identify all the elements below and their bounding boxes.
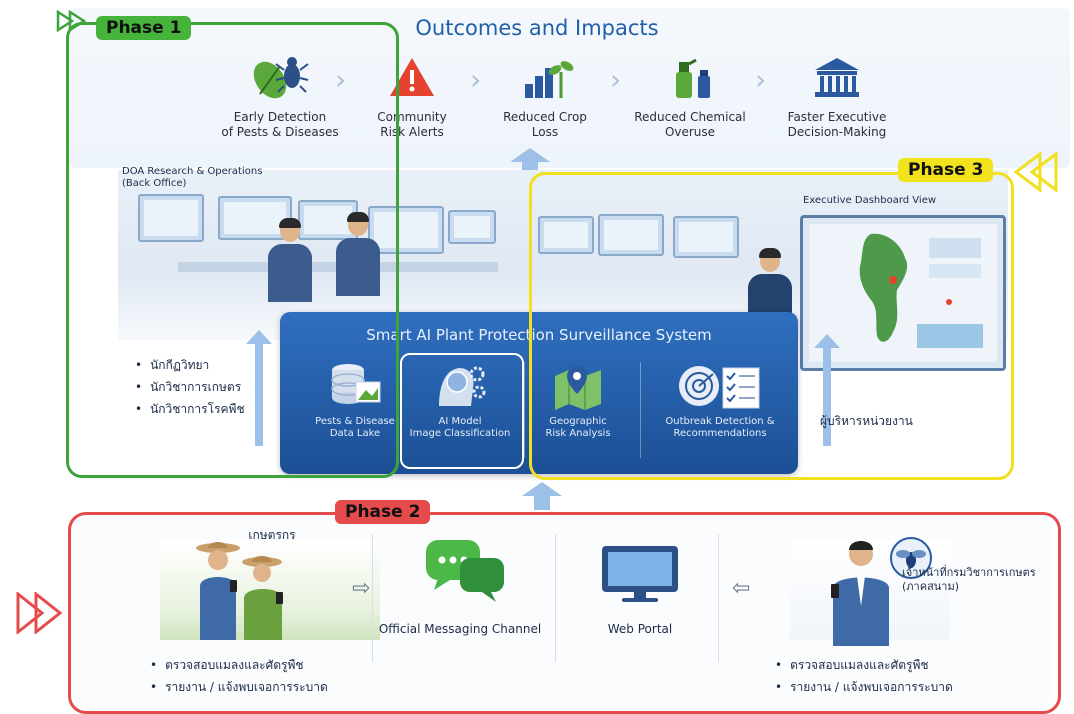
monitor — [598, 214, 664, 256]
task-item: รายงาน / แจ้งพบเจอการระบาด — [775, 676, 953, 698]
component-outbreak-detection: Outbreak Detection & Recommendations — [650, 360, 790, 440]
monitor — [448, 210, 496, 244]
spray-bottle-icon — [660, 50, 720, 106]
outcome-label-line2: Decision-Making — [787, 125, 887, 139]
chevron-right-icon: › — [610, 63, 622, 96]
divider — [400, 362, 401, 458]
phase2-frame — [68, 512, 1061, 714]
task-item: รายงาน / แจ้งพบเจอการระบาด — [150, 676, 328, 698]
arrow-left-icon: ⇦ — [732, 576, 751, 601]
growth-chart-icon — [515, 50, 575, 106]
outcome-label-line1: Community — [377, 110, 447, 124]
government-building-icon — [807, 50, 867, 106]
outcome-label-line1: Reduced Crop — [503, 110, 587, 124]
ai-brain-icon — [431, 360, 489, 412]
component-data-lake: Pests & Disease Data Lake — [295, 360, 415, 440]
monitor — [138, 194, 204, 242]
officer-tasks: ตรวจสอบแมลงและศัตรูพืช รายงาน / แจ้งพบเจ… — [775, 654, 953, 698]
task-item: ตรวจสอบแมลงและศัตรูพืช — [150, 654, 328, 676]
component-label-line2: Image Classification — [409, 428, 511, 439]
phase3-marker-icon — [1010, 151, 1060, 196]
messaging-channel-label: Official Messaging Channel — [378, 622, 542, 636]
outcome-label-line2: Loss — [531, 125, 559, 139]
divider — [640, 362, 641, 458]
phase2-badge: Phase 2 — [335, 500, 431, 524]
researcher-figure — [268, 218, 312, 302]
task-item: ตรวจสอบแมลงและศัตรูพืช — [775, 654, 953, 676]
ai-model-highlight — [400, 353, 524, 469]
up-arrow-icon — [510, 148, 550, 176]
monitor-icon — [600, 544, 680, 608]
back-office-label: DOA Research & Operations (Back Office) — [122, 166, 262, 190]
component-label-line1: Outbreak Detection & — [665, 416, 775, 427]
phase3-badge: Phase 3 — [898, 158, 994, 182]
component-geographic-risk: Geographic Risk Analysis — [518, 360, 638, 440]
phase1-frame — [66, 22, 399, 478]
component-label-line1: Geographic — [549, 416, 607, 427]
executive-role-label: ผู้บริหารหน่วยงาน — [820, 414, 913, 428]
warning-icon — [382, 50, 442, 106]
map-pin-icon — [549, 360, 607, 412]
phase1-marker-icon — [56, 9, 92, 36]
monitor — [673, 216, 739, 258]
outcomes-title: Outcomes and Impacts — [415, 16, 659, 40]
back-office-roles: นักกีฏวิทยา นักวิชาการเกษตร นักวิชาการโร… — [135, 354, 245, 420]
component-ai-model: AI Model Image Classification — [400, 360, 520, 440]
outcome-label-line1: Early Detection — [233, 110, 327, 124]
divider — [555, 534, 556, 662]
divider — [718, 534, 719, 662]
radar-checklist-icon — [675, 360, 765, 412]
farmer-tasks: ตรวจสอบแมลงและศัตรูพืช รายงาน / แจ้งพบเจ… — [150, 654, 328, 698]
component-label-line2: Data Lake — [329, 428, 381, 439]
component-label-line1: Pests & Disease — [315, 416, 395, 427]
field-officer-figure — [825, 536, 935, 650]
back-office-label-line2: (Back Office) — [122, 178, 187, 189]
farmers-label: เกษตรกร — [248, 528, 296, 542]
thailand-map-icon — [859, 233, 983, 348]
web-portal-label: Web Portal — [607, 622, 673, 636]
field-officer-label-line1: เจ้าหน้าที่กรมวิชาการเกษตร — [902, 566, 1036, 579]
arrow-right-icon: ⇨ — [352, 576, 371, 601]
leaf-bug-icon — [250, 50, 310, 106]
role-item: นักวิชาการเกษตร — [135, 376, 245, 398]
executive-dashboard-screen — [800, 215, 1006, 371]
monitor — [538, 216, 594, 254]
phase1-badge: Phase 1 — [96, 16, 192, 40]
up-arrow-icon — [246, 330, 272, 450]
divider — [372, 534, 373, 662]
up-arrow-icon — [814, 334, 840, 450]
farmer-figure — [190, 540, 290, 644]
field-officer-label-line2: (ภาคสนาม) — [902, 580, 960, 593]
phase2-marker-icon — [14, 590, 68, 638]
outcome-label-line2: of Pests & Diseases — [221, 125, 339, 139]
chevron-right-icon: › — [755, 63, 767, 96]
role-item: นักกีฏวิทยา — [135, 354, 245, 376]
field-officer-label: เจ้าหน้าที่กรมวิชาการเกษตร (ภาคสนาม) — [902, 566, 1052, 594]
chat-bubble-icon — [426, 540, 506, 610]
monitor — [368, 206, 444, 254]
up-arrow-icon — [522, 482, 562, 514]
role-item: นักวิชาการโรคพืช — [135, 398, 245, 420]
outcome-label-line2: Overuse — [664, 125, 716, 139]
chevron-right-icon: › — [470, 63, 482, 96]
outcome-label-line1: Faster Executive — [787, 110, 887, 124]
divider — [524, 362, 525, 458]
outcome-label-line1: Reduced Chemical — [634, 110, 746, 124]
component-label-line1: AI Model — [438, 416, 482, 427]
outcomes-background — [70, 8, 1070, 168]
database-icon — [326, 360, 384, 412]
system-title: Smart AI Plant Protection Surveillance S… — [366, 326, 712, 344]
phase3-frame — [529, 172, 1014, 480]
dashboard-label: Executive Dashboard View — [803, 195, 937, 206]
back-office-label-line1: DOA Research & Operations — [122, 166, 263, 177]
component-label-line2: Recommendations — [673, 428, 767, 439]
monitor — [218, 196, 292, 240]
component-label-line2: Risk Analysis — [545, 428, 611, 439]
chevron-right-icon: › — [335, 63, 347, 96]
researcher-figure — [336, 212, 380, 296]
